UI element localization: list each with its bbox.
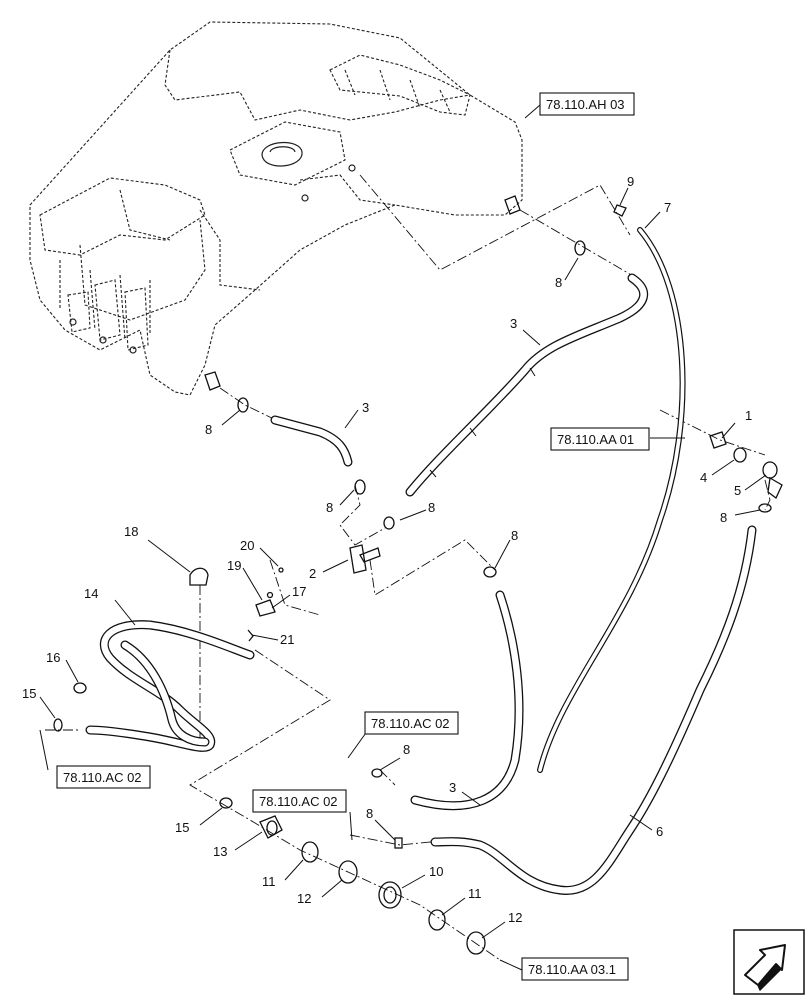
reference-box-aa031[interactable]: 78.110.AA 03.1 bbox=[521, 957, 629, 981]
callout-12: 12 bbox=[508, 910, 522, 925]
reference-box-ac02-bottom[interactable]: 78.110.AC 02 bbox=[252, 789, 347, 813]
callout-8: 8 bbox=[326, 500, 333, 515]
callout-4: 4 bbox=[700, 470, 707, 485]
reference-label: 78.110.AA 03.1 bbox=[528, 962, 616, 977]
callout-8: 8 bbox=[428, 500, 435, 515]
callout-17: 17 bbox=[292, 584, 306, 599]
callout-3: 3 bbox=[362, 400, 369, 415]
clamps-and-fittings bbox=[53, 204, 783, 955]
callout-2: 2 bbox=[309, 566, 316, 581]
reference-box-ac02-mid[interactable]: 78.110.AC 02 bbox=[364, 711, 459, 735]
callout-18: 18 bbox=[124, 524, 138, 539]
callout-13: 13 bbox=[213, 844, 227, 859]
callout-5: 5 bbox=[734, 483, 741, 498]
reference-label: 78.110.AA 01 bbox=[557, 432, 634, 447]
callout-8: 8 bbox=[555, 275, 562, 290]
callout-8: 8 bbox=[205, 422, 212, 437]
callout-15: 15 bbox=[22, 686, 36, 701]
reference-label: 78.110.AH 03 bbox=[546, 97, 625, 112]
callout-11: 11 bbox=[468, 886, 482, 901]
hose-7 bbox=[537, 227, 686, 773]
hose-14 bbox=[85, 620, 255, 752]
reference-box-ah03[interactable]: 78.110.AH 03 bbox=[539, 92, 635, 116]
callout-8: 8 bbox=[403, 742, 410, 757]
callout-6: 6 bbox=[656, 824, 663, 839]
assembly-chain-lines bbox=[45, 174, 771, 961]
callout-3: 3 bbox=[449, 780, 456, 795]
callout-numbers: 1 2 3 3 3 4 5 6 7 8 8 8 8 8 8 8 8 9 10 1… bbox=[22, 174, 752, 925]
callout-3: 3 bbox=[510, 316, 517, 331]
callout-15: 15 bbox=[175, 820, 189, 835]
reference-label: 78.110.AC 02 bbox=[371, 716, 450, 731]
callout-14: 14 bbox=[84, 586, 98, 601]
hose-6 bbox=[430, 525, 757, 895]
hose-3-lower bbox=[410, 590, 524, 811]
callout-1: 1 bbox=[745, 408, 752, 423]
callout-8: 8 bbox=[511, 528, 518, 543]
callout-7: 7 bbox=[664, 200, 671, 215]
next-page-arrow-icon[interactable] bbox=[733, 929, 805, 995]
reference-box-aa01[interactable]: 78.110.AA 01 bbox=[550, 427, 650, 451]
fuel-tank bbox=[29, 21, 523, 396]
callout-11: 11 bbox=[262, 874, 276, 889]
callout-16: 16 bbox=[46, 650, 60, 665]
hose-3-short bbox=[270, 415, 353, 467]
reference-box-ac02-left[interactable]: 78.110.AC 02 bbox=[56, 765, 151, 789]
callout-9: 9 bbox=[627, 174, 634, 189]
callout-8: 8 bbox=[366, 806, 373, 821]
callout-8: 8 bbox=[720, 510, 727, 525]
leader-lines bbox=[39, 104, 767, 971]
hose-3-upper bbox=[405, 273, 649, 497]
callout-12: 12 bbox=[297, 891, 311, 906]
callout-19: 19 bbox=[227, 558, 241, 573]
reference-label: 78.110.AC 02 bbox=[259, 794, 338, 809]
callout-20: 20 bbox=[240, 538, 254, 553]
reference-label: 78.110.AC 02 bbox=[63, 770, 142, 785]
callout-10: 10 bbox=[429, 864, 443, 879]
callout-21: 21 bbox=[280, 632, 294, 647]
